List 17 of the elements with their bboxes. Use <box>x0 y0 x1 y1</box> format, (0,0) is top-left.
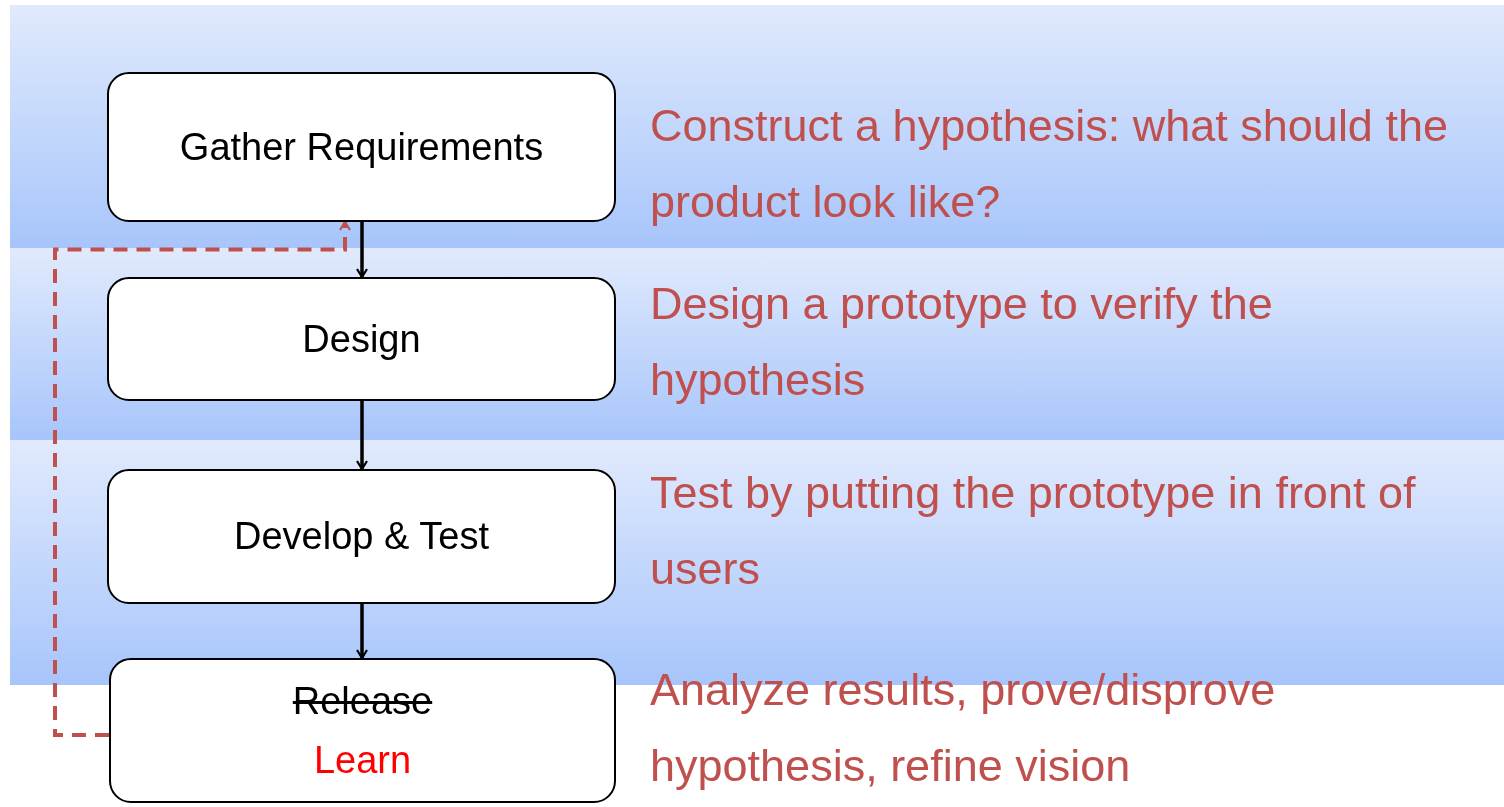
box-label: Learn <box>313 737 412 783</box>
box-label: Release <box>292 678 433 724</box>
box-label: Design <box>302 316 421 362</box>
process-box <box>109 658 616 803</box>
box-label: Gather Requirements <box>179 124 544 170</box>
arrow <box>53 220 352 737</box>
box-label: Develop & Test <box>234 514 489 560</box>
description-text: Construct a hypothesis: what should the product look like? <box>650 99 1449 229</box>
description-text: Analyze results, prove/disprove hypothesis, refine vision <box>650 663 1277 793</box>
arrow <box>355 604 369 660</box>
description-text: Design a prototype to verify the hypothesis <box>650 277 1274 407</box>
process-box <box>107 72 616 222</box>
process-box <box>107 469 616 604</box>
description-text: Test by putting the prototype in front of users <box>650 466 1417 596</box>
arrow <box>355 401 369 471</box>
arrow <box>355 222 369 279</box>
process-box <box>107 277 616 401</box>
